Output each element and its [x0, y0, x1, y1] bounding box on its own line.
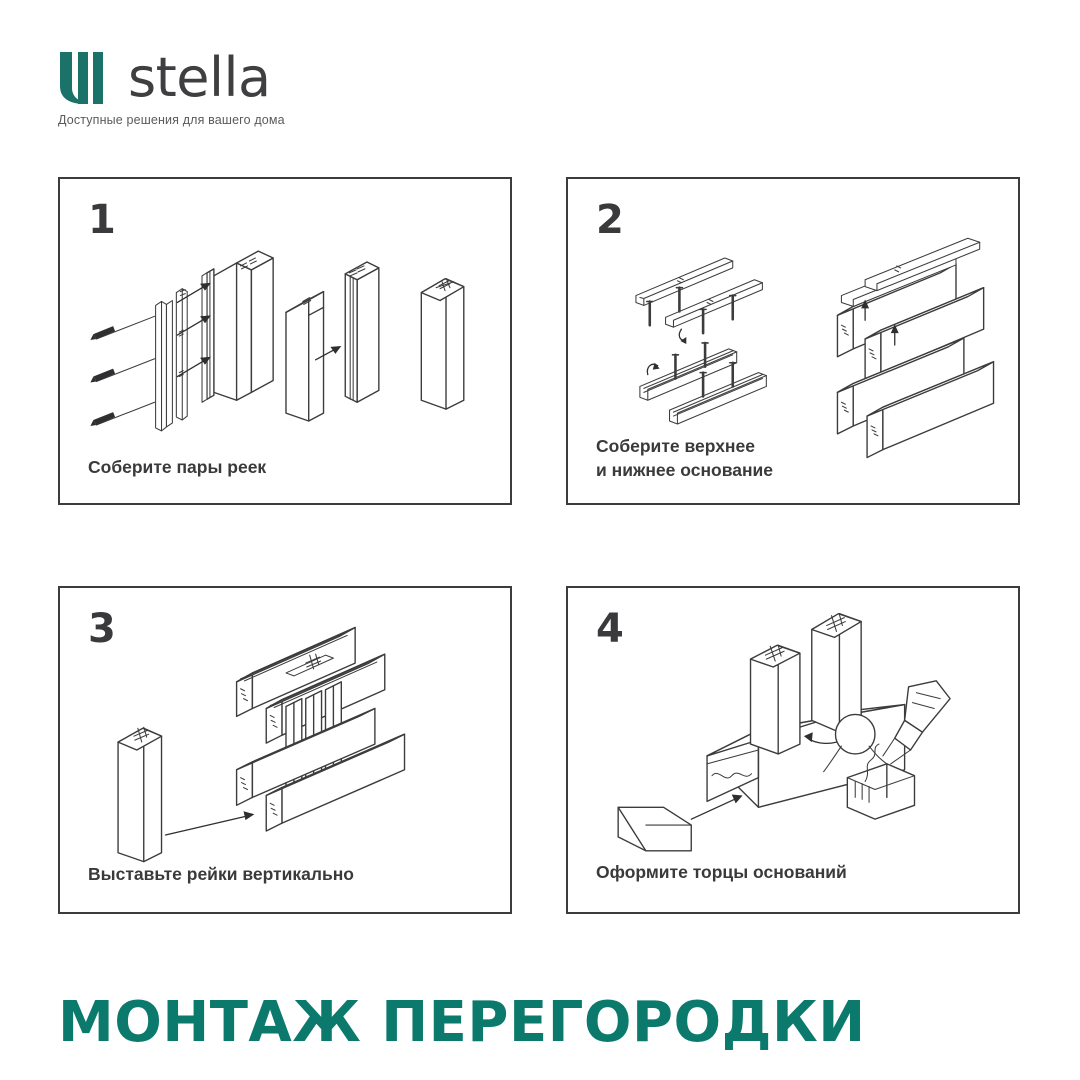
step-number-4: 4 — [596, 606, 624, 652]
step-number-3: 3 — [88, 606, 116, 652]
step-panel-2: 2 — [566, 177, 1020, 505]
step-caption-2: Соберите верхнее и нижнее основание — [596, 436, 774, 480]
step-panel-1: 1 — [58, 177, 512, 505]
step-number-1: 1 — [88, 197, 116, 243]
instruction-steps-grid: 1 — [58, 177, 1020, 914]
stella-bars-logo-icon — [60, 52, 103, 104]
step-caption-1: Соберите пары реек — [88, 456, 267, 477]
brand-tagline: Доступные решения для вашего дома — [58, 113, 285, 127]
step-panel-3: 3 — [58, 586, 512, 914]
brand-lockup: stella — [58, 46, 478, 109]
brand-name: stella — [128, 46, 271, 109]
step-panel-4: 4 — [566, 586, 1020, 914]
step-number-2: 2 — [596, 197, 624, 243]
brand-header: stella Доступные решения для вашего дома — [58, 46, 478, 128]
step-caption-3: Выставьте рейки вертикально — [88, 863, 354, 884]
step-caption-4: Оформите торцы оснований — [596, 861, 847, 882]
page-title: МОНТАЖ ПЕРЕГОРОДКИ — [58, 990, 866, 1055]
slats-and-screws-exploded-illustration — [90, 250, 465, 432]
